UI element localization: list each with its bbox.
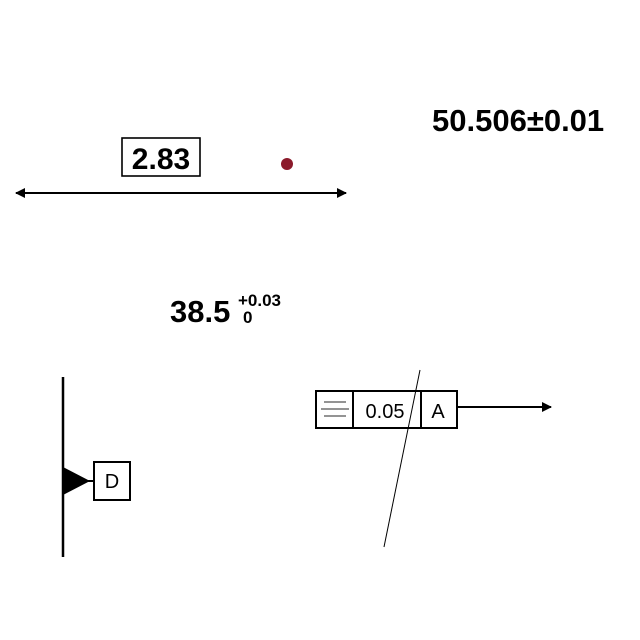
limit-dimension: 38.5 +0.03 0 [170, 291, 281, 329]
datum-triangle-icon [63, 467, 90, 495]
limit-dimension-nominal: 38.5 [170, 294, 230, 329]
symmetry-icon [321, 401, 349, 417]
datum-feature: D [61, 377, 131, 557]
basic-dimension-value: 2.83 [132, 143, 190, 176]
reference-line [383, 369, 421, 548]
basic-dimension: 2.83 [121, 137, 201, 177]
tolerance-dimension: 50.506±0.01 [432, 103, 604, 138]
datum-label-frame [93, 461, 131, 501]
fcf-datum-reference: A [431, 401, 445, 423]
limit-dimension-upper: +0.03 [238, 291, 281, 310]
point-marker [281, 158, 293, 170]
limit-dimension-lower: 0 [243, 308, 252, 327]
feature-control-frame: 0.05 A [315, 390, 552, 429]
basic-dimension-frame [121, 137, 201, 177]
fcf-outline [315, 390, 458, 429]
datum-label: D [105, 471, 119, 493]
fcf-tolerance-value: 0.05 [366, 401, 405, 423]
